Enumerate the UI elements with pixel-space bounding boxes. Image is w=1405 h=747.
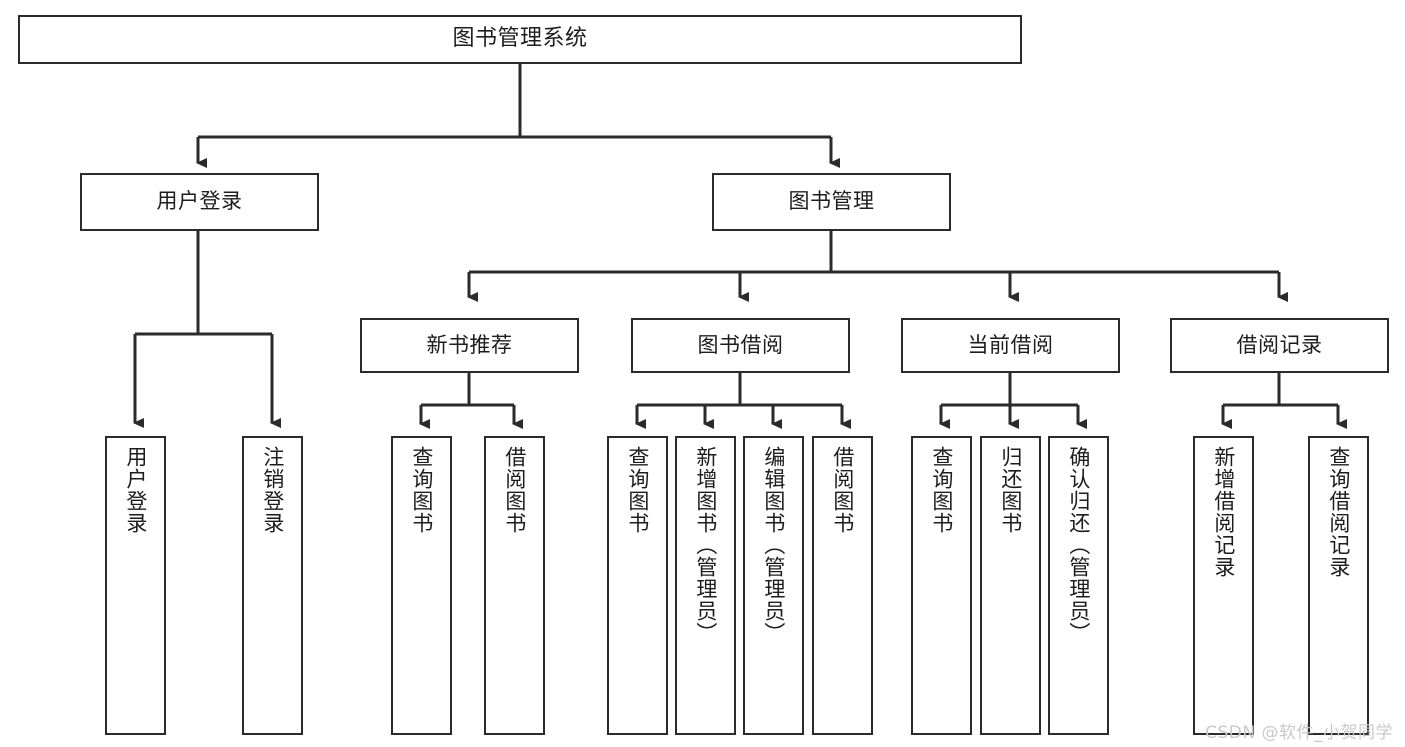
node-label: 查询图书	[929, 446, 954, 534]
leaf-current-query-book[interactable]: 查询图书	[911, 436, 972, 735]
node-label: 借阅图书	[502, 446, 527, 534]
leaf-recommend-borrow-book[interactable]: 借阅图书	[484, 436, 545, 735]
node-label: 当前借阅	[967, 332, 1054, 357]
leaf-record-query-record[interactable]: 查询借阅记录	[1308, 436, 1369, 735]
leaf-user-login-logout[interactable]: 注销登录	[242, 436, 303, 735]
node-book-management[interactable]: 图书管理	[712, 173, 951, 231]
node-new-book-recommend[interactable]: 新书推荐	[360, 318, 579, 373]
node-label: 新增图书（管理员）	[693, 446, 718, 644]
node-label: 确认归还（管理员）	[1066, 446, 1091, 644]
node-root-system[interactable]: 图书管理系统	[18, 15, 1022, 64]
node-label: 新书推荐	[426, 332, 513, 357]
node-label: 借阅记录	[1236, 332, 1323, 357]
node-label: 用户登录	[123, 446, 148, 534]
node-label: 图书管理	[788, 189, 875, 214]
leaf-borrow-edit-book-admin[interactable]: 编辑图书（管理员）	[743, 436, 804, 735]
node-label: 编辑图书（管理员）	[761, 446, 786, 644]
node-borrow-record[interactable]: 借阅记录	[1170, 318, 1389, 373]
leaf-borrow-borrow-book[interactable]: 借阅图书	[812, 436, 873, 735]
node-label: 借阅图书	[830, 446, 855, 534]
node-label: 图书借阅	[697, 332, 784, 357]
node-book-borrow[interactable]: 图书借阅	[631, 318, 850, 373]
node-user-login[interactable]: 用户登录	[80, 173, 319, 231]
node-label: 查询图书	[625, 446, 650, 534]
leaf-borrow-add-book-admin[interactable]: 新增图书（管理员）	[675, 436, 736, 735]
leaf-current-return-book[interactable]: 归还图书	[980, 436, 1041, 735]
node-label: 归还图书	[998, 446, 1023, 534]
leaf-borrow-query-book[interactable]: 查询图书	[607, 436, 668, 735]
node-label: 新增借阅记录	[1211, 446, 1236, 578]
node-label: 注销登录	[260, 446, 285, 534]
leaf-recommend-query-book[interactable]: 查询图书	[391, 436, 452, 735]
node-current-borrow[interactable]: 当前借阅	[901, 318, 1120, 373]
watermark-text: CSDN @软件_小贺同学	[1205, 723, 1393, 743]
leaf-user-login-login[interactable]: 用户登录	[105, 436, 166, 735]
node-label: 用户登录	[156, 189, 243, 214]
node-label: 查询图书	[409, 446, 434, 534]
leaf-current-confirm-return-admin[interactable]: 确认归还（管理员）	[1048, 436, 1109, 735]
node-label: 图书管理系统	[452, 26, 588, 52]
leaf-record-add-record[interactable]: 新增借阅记录	[1193, 436, 1254, 735]
node-label: 查询借阅记录	[1326, 446, 1351, 578]
